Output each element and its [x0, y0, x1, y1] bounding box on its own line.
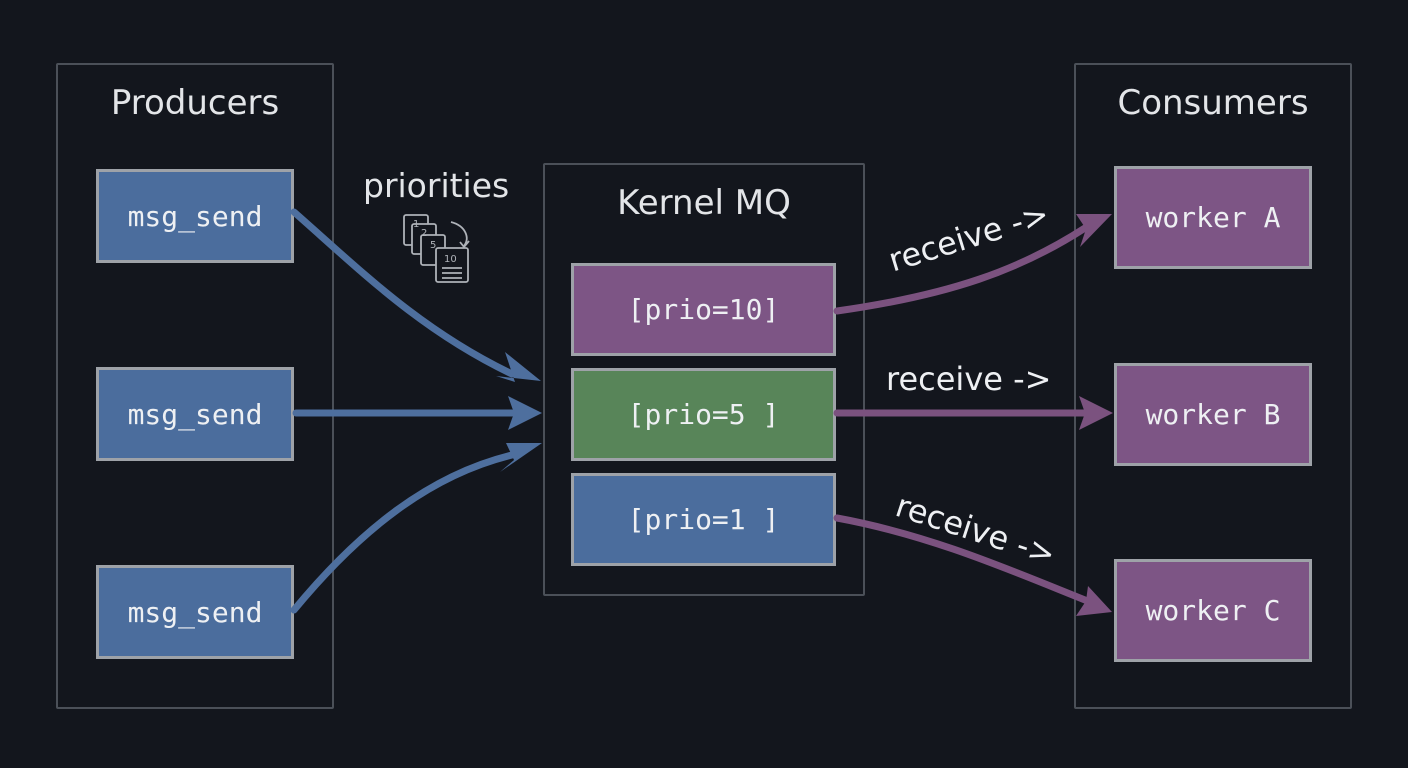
consumer-worker-b[interactable]: worker B — [1114, 363, 1312, 466]
arrow-producer-1-to-queue — [290, 208, 516, 378]
queue-item-prio-1[interactable]: [prio=1 ] — [571, 473, 836, 566]
consumer-worker-a[interactable]: worker A — [1114, 166, 1312, 269]
arrowhead-producer-2 — [508, 396, 542, 430]
arrowhead-worker-b — [1079, 396, 1113, 430]
kernel-mq-title: Kernel MQ — [617, 183, 791, 223]
receive-label-b: receive -> — [886, 360, 1052, 398]
producers-title: Producers — [110, 83, 280, 123]
producer-msg-send-2[interactable]: msg_send — [96, 367, 294, 461]
consumer-worker-c[interactable]: worker C — [1114, 559, 1312, 662]
queue-item-prio-5[interactable]: [prio=5 ] — [571, 368, 836, 461]
priorities-label: priorities — [363, 166, 510, 205]
priority-icon-number-5: 5 — [430, 240, 436, 251]
priorities-icon — [403, 214, 470, 283]
arrow-queue-to-worker-c — [833, 514, 1089, 604]
priority-icon-number-1: 1 — [413, 219, 419, 230]
priority-icon-number-10: 10 — [444, 254, 457, 265]
arrowhead-producer-1 — [496, 352, 541, 382]
priority-icon-number-2: 2 — [421, 228, 427, 239]
producer-msg-send-3[interactable]: msg_send — [96, 565, 294, 659]
consumers-title: Consumers — [1117, 83, 1309, 123]
queue-item-prio-10[interactable]: [prio=10] — [571, 263, 836, 356]
producers-panel: Producers — [56, 63, 334, 709]
arrowhead-producer-3 — [500, 443, 542, 472]
arrow-producer-3-to-queue — [290, 451, 516, 614]
arrow-queue-to-worker-a — [833, 224, 1089, 315]
arrowhead-worker-c — [1076, 586, 1112, 616]
consumers-panel: Consumers — [1074, 63, 1352, 709]
arrowhead-worker-a — [1076, 214, 1112, 247]
producer-msg-send-1[interactable]: msg_send — [96, 169, 294, 263]
kernel-mq-panel: Kernel MQ — [543, 163, 865, 596]
